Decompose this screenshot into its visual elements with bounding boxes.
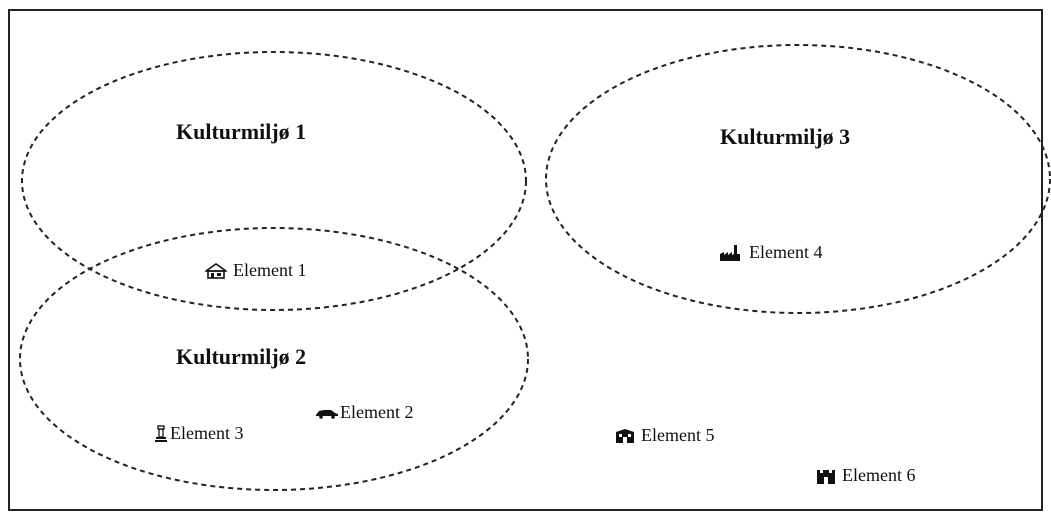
element-6: Element 6 [816,465,915,486]
house-icon [205,262,227,279]
monument-icon [154,424,168,443]
element-label: Element 1 [233,260,307,280]
factory-icon [719,244,741,262]
group-title-kulturmiljo-3: Kulturmiljø 3 [720,124,851,149]
car-icon [315,407,339,419]
element-4: Element 4 [719,242,822,263]
group-title-kulturmiljo-1: Kulturmiljø 1 [176,119,307,144]
group-title-kulturmiljo-2: Kulturmiljø 2 [176,344,307,369]
element-label: Element 3 [170,423,244,443]
element-label: Element 5 [641,425,715,445]
element-label: Element 4 [749,242,823,262]
group-ellipse-kulturmiljo-3 [545,44,1051,314]
element-2: Element 2 [315,402,413,423]
element-label: Element 2 [340,402,414,422]
group-ellipse-kulturmiljo-2 [19,227,529,491]
element-3: Element 3 [154,423,243,444]
diagram-frame [8,9,1043,511]
element-label: Element 6 [842,465,916,485]
element-5: Element 5 [615,425,714,446]
element-1: Element 1 [205,260,306,281]
building-icon [615,428,635,444]
group-ellipse-kulturmiljo-1 [21,51,527,311]
castle-icon [816,467,836,485]
